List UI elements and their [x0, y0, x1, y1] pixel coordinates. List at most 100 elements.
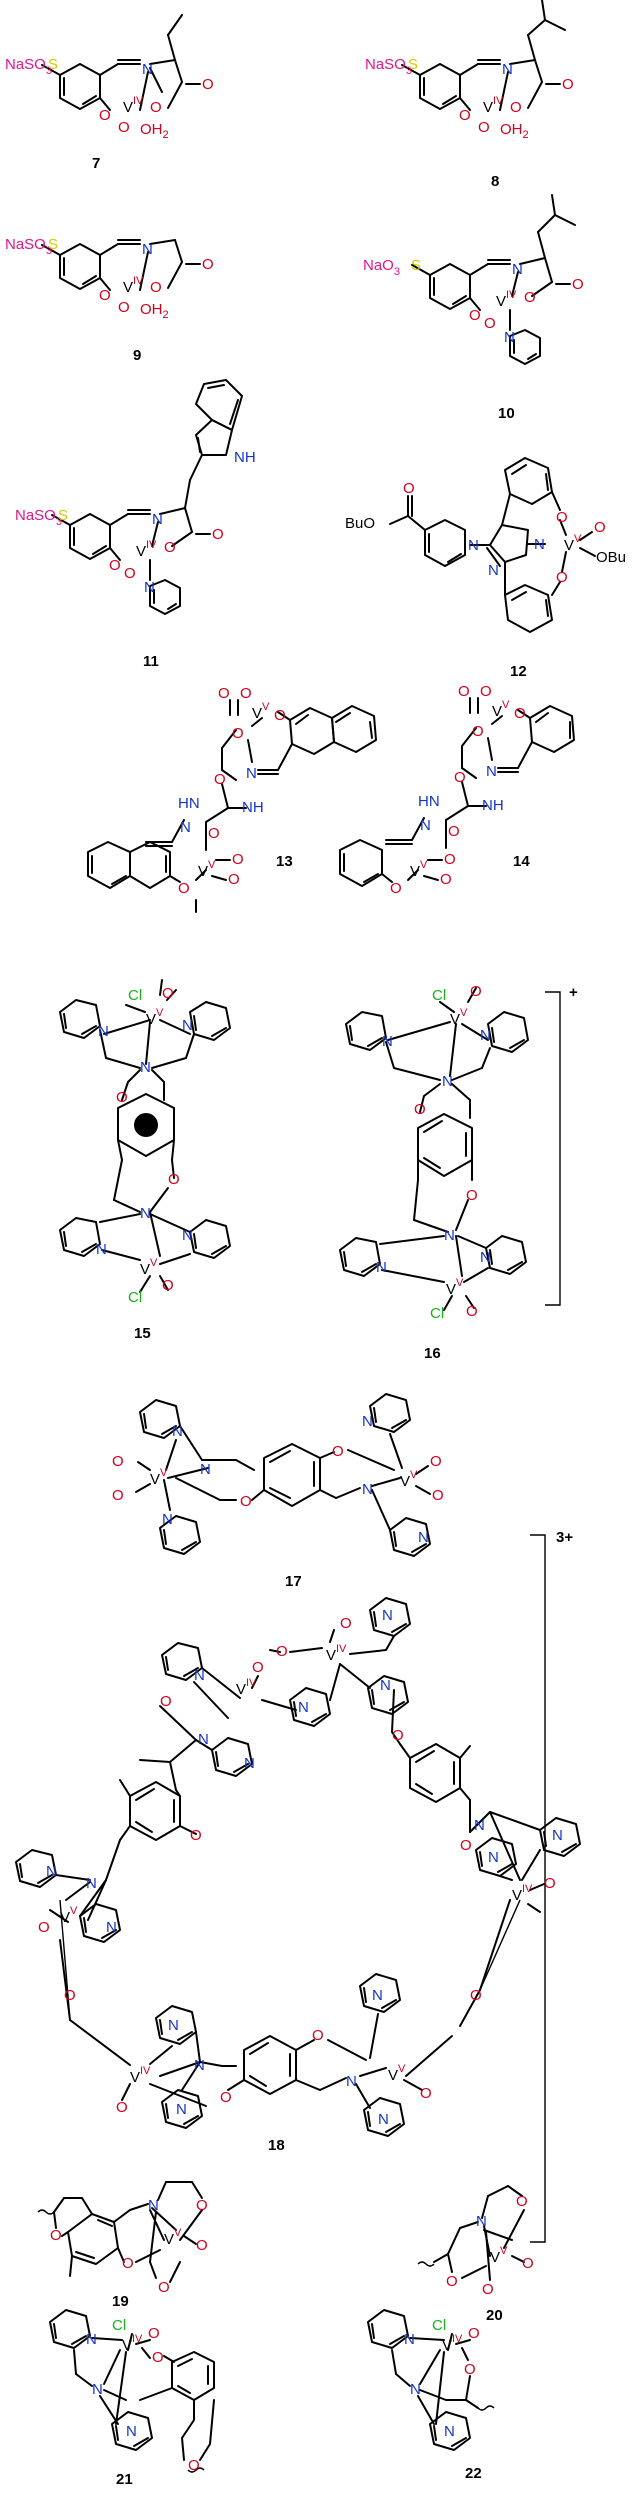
- svg-text:N: N: [502, 61, 513, 78]
- compound-8-label: 8: [491, 173, 499, 190]
- svg-text:N: N: [512, 261, 523, 278]
- svg-text:O: O: [124, 565, 136, 582]
- compound-14-label: 14: [513, 853, 530, 870]
- svg-text:N: N: [476, 2213, 487, 2230]
- svg-text:V: V: [483, 99, 493, 116]
- svg-text:O: O: [448, 823, 460, 840]
- svg-text:OH2: OH2: [500, 121, 529, 141]
- svg-text:IV: IV: [132, 2333, 143, 2345]
- svg-text:N: N: [194, 2057, 205, 2074]
- svg-text:N: N: [376, 1259, 387, 1276]
- compound-15: Cl V V O N N N O O N N N V V O Cl 15: [59, 979, 231, 1342]
- svg-text:N: N: [172, 1423, 183, 1440]
- svg-text:O: O: [420, 2085, 432, 2102]
- compound-7-label: 7: [92, 155, 100, 172]
- svg-text:O: O: [112, 1487, 124, 1504]
- svg-text:N: N: [486, 763, 497, 780]
- svg-text:O: O: [390, 880, 402, 897]
- svg-text:N: N: [410, 2381, 421, 2398]
- svg-text:O: O: [218, 685, 230, 702]
- svg-text:IV: IV: [493, 95, 504, 107]
- svg-text:O: O: [432, 1487, 444, 1504]
- svg-text:N: N: [418, 1529, 429, 1546]
- svg-text:N: N: [246, 765, 257, 782]
- svg-text:O: O: [160, 1693, 172, 1710]
- svg-text:O: O: [459, 107, 471, 124]
- svg-text:O: O: [556, 569, 568, 586]
- svg-text:O: O: [466, 1187, 478, 1204]
- svg-text:O: O: [116, 1089, 128, 1106]
- svg-text:Cl: Cl: [112, 2317, 126, 2334]
- svg-text:V: V: [262, 701, 270, 713]
- svg-text:IV: IV: [133, 95, 144, 107]
- svg-text:3+: 3+: [556, 1529, 573, 1546]
- svg-text:OBu: OBu: [596, 549, 626, 566]
- svg-text:N: N: [176, 2101, 187, 2118]
- svg-text:O: O: [188, 2457, 200, 2474]
- svg-text:O: O: [196, 2197, 208, 2214]
- svg-text:O: O: [516, 2193, 528, 2210]
- svg-text:O: O: [118, 119, 130, 136]
- compound-18: 3+ V IV O O V IV O N N N O O N N N O O N…: [15, 1529, 581, 2243]
- svg-text:N: N: [182, 1227, 193, 1244]
- svg-text:O: O: [454, 769, 466, 786]
- svg-text:V: V: [60, 1909, 70, 1926]
- svg-text:N: N: [488, 1849, 499, 1866]
- svg-text:IV: IV: [246, 1677, 257, 1689]
- svg-text:N: N: [182, 1017, 193, 1034]
- compound-9-label: 9: [133, 347, 141, 364]
- svg-text:N: N: [46, 1863, 57, 1880]
- svg-text:N: N: [378, 2111, 389, 2128]
- svg-text:V: V: [160, 1467, 168, 1479]
- svg-text:O: O: [38, 1919, 50, 1936]
- svg-text:S: S: [58, 507, 68, 524]
- compound-12: O BuO N N N O O V V O OBu 12: [345, 457, 626, 680]
- svg-text:V: V: [420, 859, 428, 871]
- svg-text:O: O: [470, 1987, 482, 2004]
- compound-20: N O O O V V O 20: [417, 2185, 534, 2324]
- svg-text:S: S: [48, 56, 58, 73]
- svg-text:V: V: [70, 1905, 78, 1917]
- svg-text:V: V: [156, 1007, 164, 1019]
- svg-text:N: N: [474, 1817, 485, 1834]
- svg-text:O: O: [482, 2281, 494, 2298]
- svg-text:O: O: [228, 871, 240, 888]
- svg-text:N: N: [96, 1241, 107, 1258]
- compound-21: Cl V IV O O N N N O 21: [49, 2309, 215, 2488]
- svg-text:Cl: Cl: [432, 987, 446, 1004]
- svg-text:O: O: [220, 2089, 232, 2106]
- svg-text:O: O: [514, 705, 526, 722]
- svg-text:N: N: [168, 2017, 179, 2034]
- svg-text:NaSO3: NaSO3: [365, 56, 412, 77]
- svg-text:N: N: [140, 1205, 151, 1222]
- svg-text:O: O: [594, 519, 606, 536]
- svg-text:O: O: [232, 725, 244, 742]
- svg-text:V: V: [450, 1011, 460, 1028]
- compound-16: + Cl V V O N N N O O N N N V V O Cl 16: [339, 983, 578, 1362]
- svg-text:N: N: [86, 2331, 97, 2348]
- svg-text:O: O: [214, 771, 226, 788]
- svg-text:N: N: [404, 2331, 415, 2348]
- compound-13: O O V V O O N O NH HN N O O V V O O 13: [87, 685, 377, 913]
- svg-text:O: O: [468, 2325, 480, 2342]
- svg-text:O: O: [510, 99, 522, 116]
- svg-text:N: N: [144, 579, 155, 596]
- svg-text:V: V: [150, 1257, 158, 1269]
- svg-text:O: O: [469, 307, 481, 324]
- svg-text:V: V: [252, 705, 262, 722]
- svg-text:V: V: [502, 699, 510, 711]
- svg-text:HN: HN: [418, 793, 440, 810]
- svg-text:V: V: [122, 2337, 132, 2354]
- compound-10: NaO3 S N O O O V IV O N 10: [363, 194, 584, 422]
- svg-text:N: N: [126, 2423, 137, 2440]
- svg-text:O: O: [403, 480, 415, 497]
- svg-text:IV: IV: [452, 2333, 463, 2345]
- svg-text:N: N: [380, 1677, 391, 1694]
- svg-text:N: N: [162, 1511, 173, 1528]
- svg-text:NaSO3: NaSO3: [5, 56, 52, 77]
- svg-text:OH2: OH2: [140, 301, 169, 321]
- compound-22: Cl V IV O O N N N 22: [367, 2309, 495, 2482]
- svg-text:V: V: [398, 2063, 406, 2075]
- svg-text:V: V: [123, 99, 133, 116]
- svg-text:V: V: [208, 859, 216, 871]
